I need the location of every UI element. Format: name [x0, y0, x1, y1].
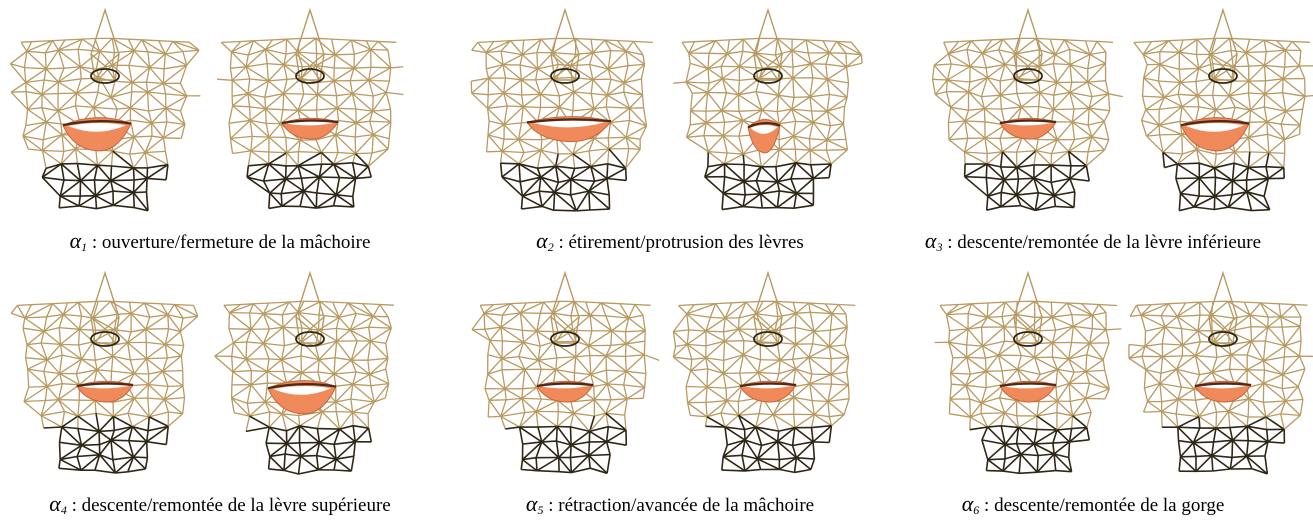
face-mesh-left: [928, 271, 1128, 476]
face-mesh-left: [465, 8, 665, 213]
panel-alpha-1: α1 : ouverture/fermeture de la mâchoire: [0, 0, 440, 263]
wireframe-face: [5, 8, 205, 213]
panel-alpha-4: α4 : descente/remontée de la lèvre supér…: [0, 263, 440, 526]
caption-alpha-2: α2 : étirement/protrusion des lèvres: [450, 228, 890, 255]
nostril-shadow: [754, 332, 782, 346]
wireframe-face: [668, 271, 868, 476]
wireframe-face: [1123, 8, 1313, 213]
alpha-symbol: α: [536, 228, 548, 253]
caption-text: : descente/remontée de la gorge: [979, 495, 1224, 516]
alpha-symbol: α: [70, 228, 82, 253]
face-mesh-right: [668, 8, 868, 213]
nostril-shadow: [1014, 69, 1042, 83]
wireframe-face: [5, 271, 205, 476]
wireframe-face: [928, 271, 1128, 476]
panel-alpha-2: α2 : étirement/protrusion des lèvres: [450, 0, 890, 263]
face-mesh-right: [210, 271, 410, 476]
wireframe-face: [668, 8, 868, 213]
mouth-open: [1181, 118, 1249, 151]
alpha-symbol: α: [49, 491, 61, 516]
faces-alpha-5: [450, 263, 890, 483]
caption-text: : ouverture/fermeture de la mâchoire: [87, 232, 370, 253]
caption-text: : descente/remontée de la lèvre supérieu…: [67, 495, 391, 516]
face-mesh-left: [465, 271, 665, 476]
wireframe-face: [465, 8, 665, 213]
wireframe-face: [1123, 271, 1313, 476]
wireframe-face: [210, 271, 410, 476]
caption-text: : descente/remontée de la lèvre inférieu…: [942, 232, 1261, 253]
faces-alpha-6: [873, 263, 1313, 483]
face-mesh-left: [5, 271, 205, 476]
faces-alpha-4: [0, 263, 440, 483]
caption-alpha-5: α5 : rétraction/avancée de la mâchoire: [450, 491, 890, 518]
wireframe-face: [210, 8, 410, 213]
caption-text: : étirement/protrusion des lèvres: [554, 232, 804, 253]
panel-alpha-3: α3 : descente/remontée de la lèvre infér…: [873, 0, 1313, 263]
mouth-round: [748, 120, 780, 153]
face-mesh-left: [5, 8, 205, 213]
mouth-small: [77, 381, 133, 402]
face-mesh-right: [1123, 271, 1313, 476]
wireframe-face: [928, 8, 1128, 213]
nostril-shadow: [1014, 332, 1042, 346]
alpha-symbol: α: [962, 491, 974, 516]
nostril-shadow: [754, 69, 782, 83]
panel-alpha-6: α6 : descente/remontée de la gorge: [873, 263, 1313, 526]
wireframe-face: [465, 271, 665, 476]
faces-alpha-3: [873, 0, 1313, 220]
face-mesh-left: [928, 8, 1128, 213]
caption-text: : rétraction/avancée de la mâchoire: [543, 495, 814, 516]
faces-alpha-2: [450, 0, 890, 220]
face-mesh-right: [1123, 8, 1313, 213]
alpha-symbol: α: [526, 491, 538, 516]
caption-alpha-1: α1 : ouverture/fermeture de la mâchoire: [0, 228, 440, 255]
caption-alpha-3: α3 : descente/remontée de la lèvre infér…: [873, 228, 1313, 255]
panel-alpha-5: α5 : rétraction/avancée de la mâchoire: [450, 263, 890, 526]
mouth-small: [1000, 118, 1056, 139]
caption-alpha-4: α4 : descente/remontée de la lèvre supér…: [0, 491, 440, 518]
faces-alpha-1: [0, 0, 440, 220]
face-mesh-right: [210, 8, 410, 213]
caption-alpha-6: α6 : descente/remontée de la gorge: [873, 491, 1313, 518]
alpha-symbol: α: [925, 228, 937, 253]
face-mesh-right: [668, 271, 868, 476]
